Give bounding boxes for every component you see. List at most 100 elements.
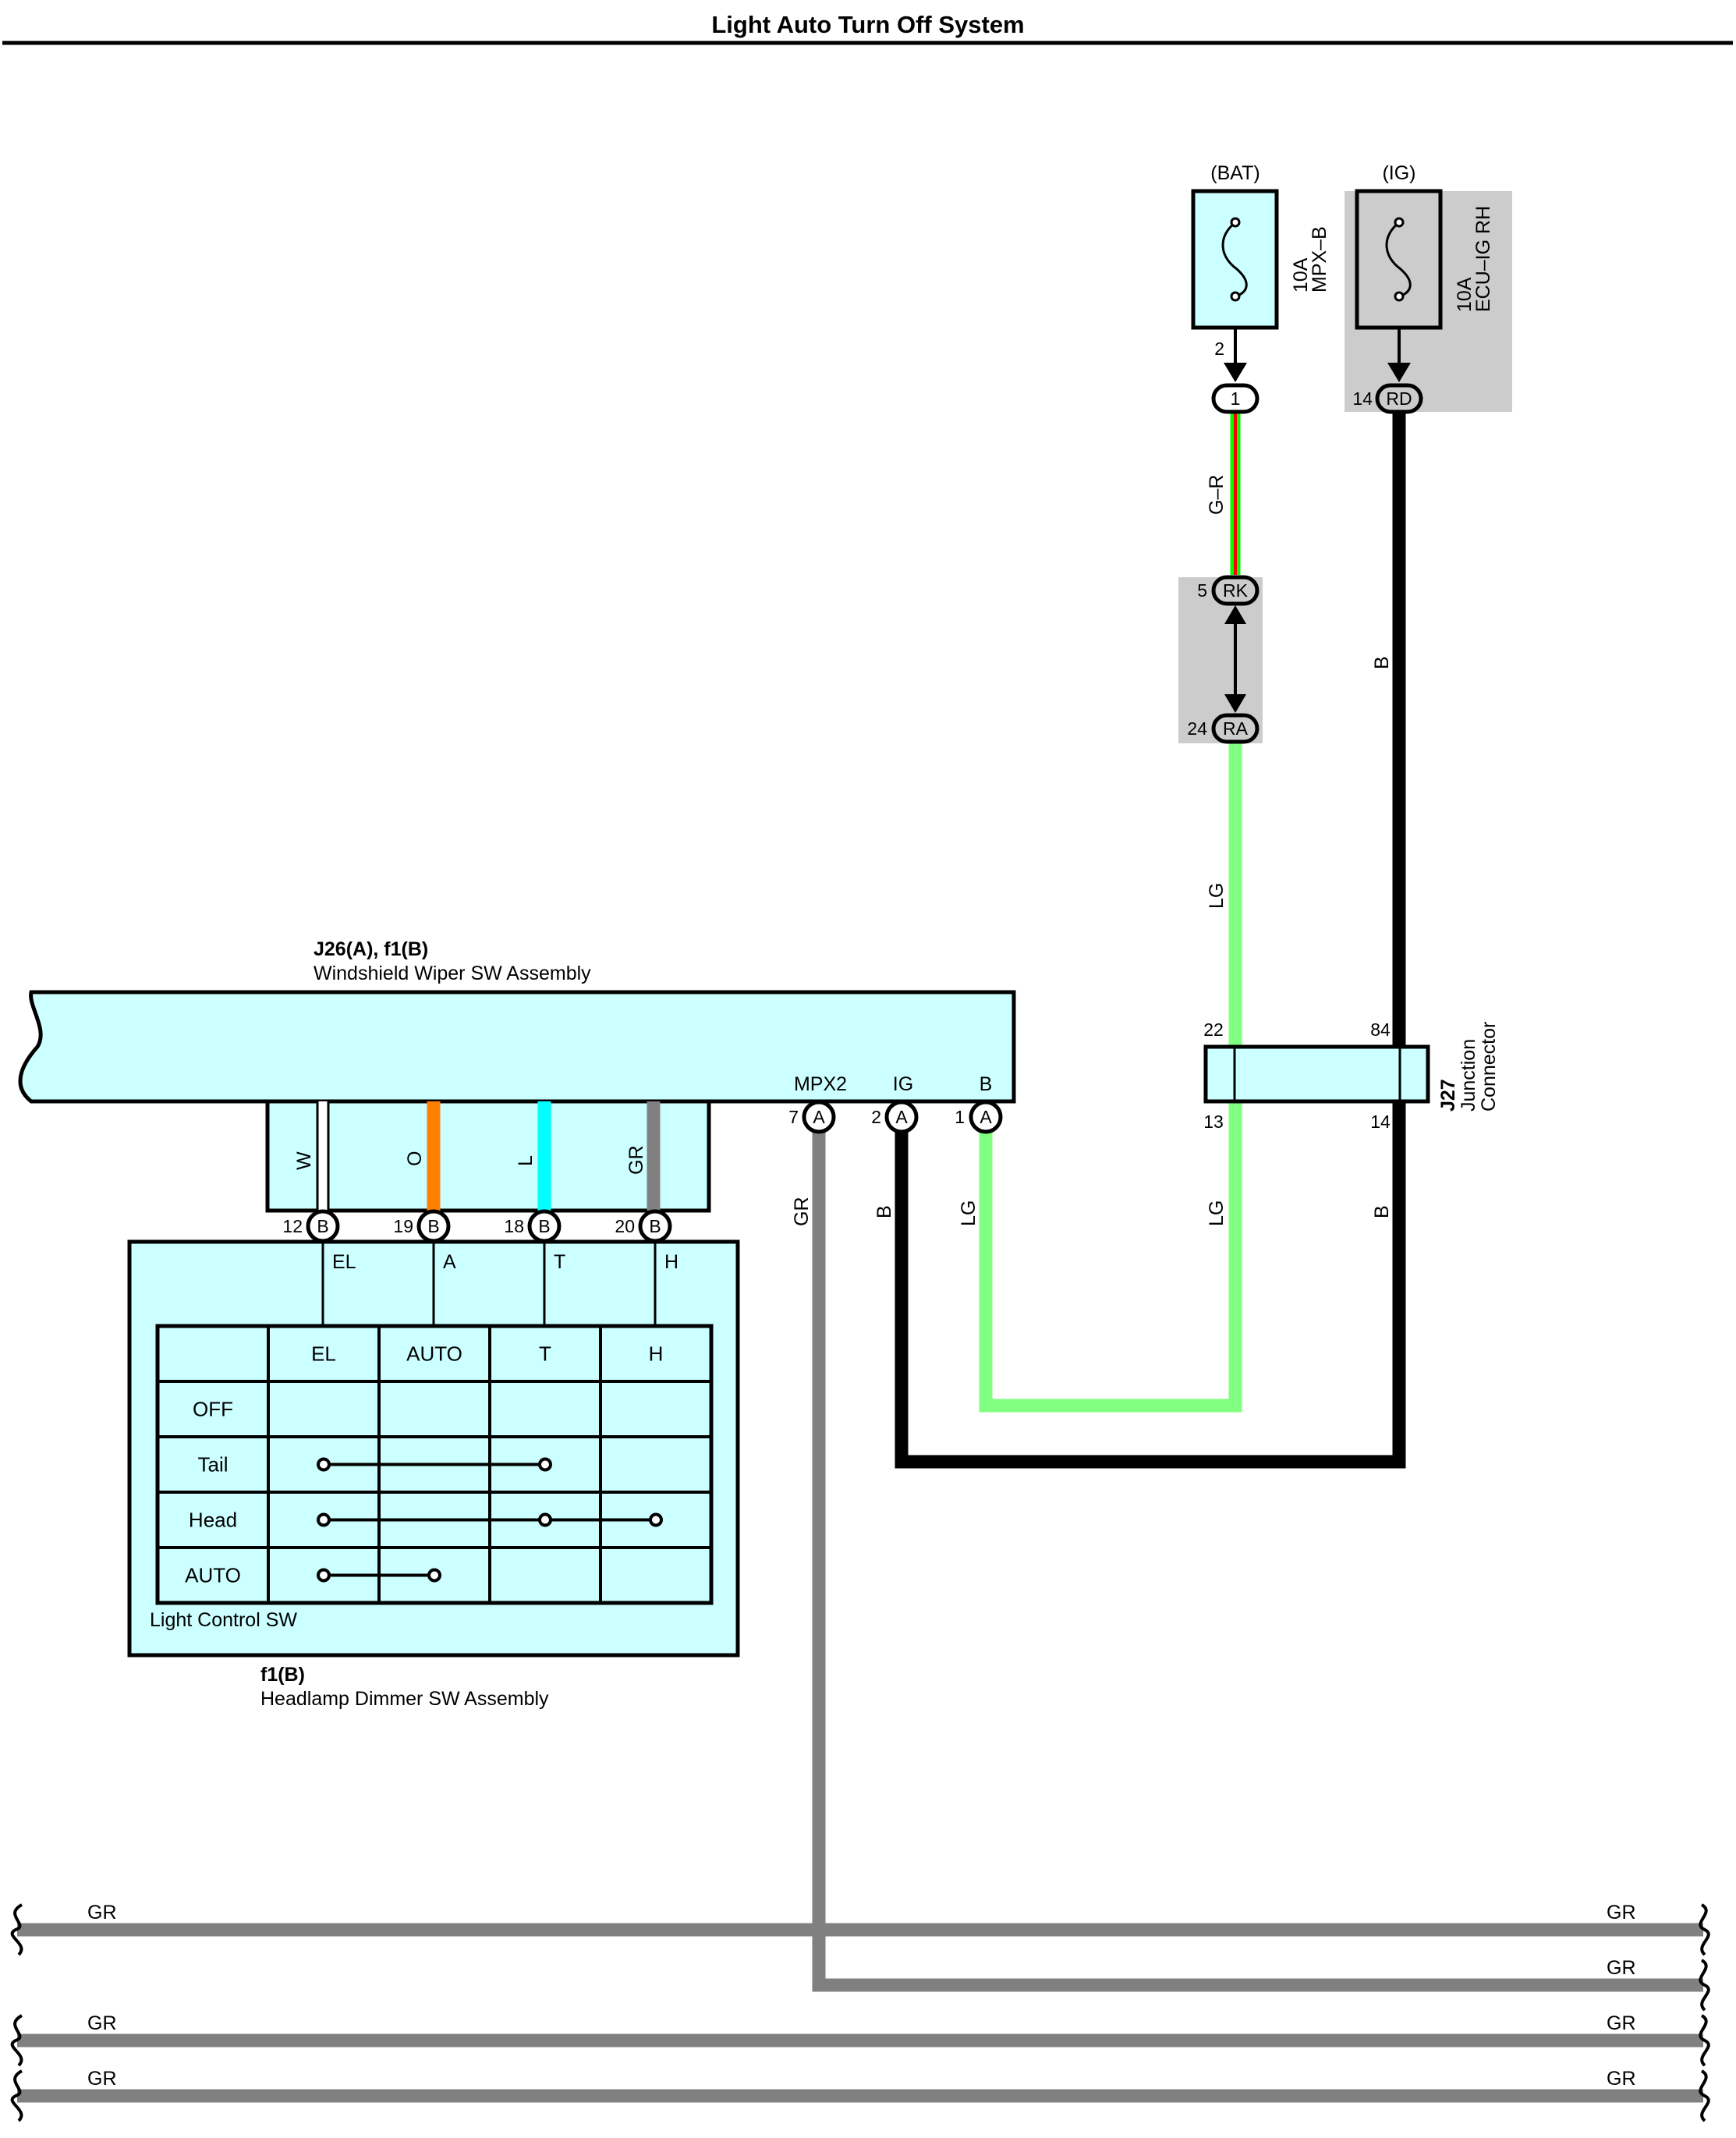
pin-18-number: 18 <box>504 1216 524 1236</box>
connector-rd <box>1375 383 1423 414</box>
break-right-3 <box>1699 2014 1710 2067</box>
j27-pin-84: 84 <box>1370 1019 1391 1040</box>
wiper-sw-name: Windshield Wiper SW Assembly <box>314 963 591 984</box>
switch-table-col-header: AUTO <box>406 1342 462 1366</box>
bus-3-right-label: GR <box>1607 2012 1636 2034</box>
wiper-sw-body <box>18 990 1016 1104</box>
wiper-sw-assembly: J26(A), f1(B) Windshield Wiper SW Assemb… <box>18 938 1016 1213</box>
switch-connection-dot <box>427 1568 441 1583</box>
switch-connection-dot <box>538 1457 552 1472</box>
break-left-1 <box>10 1903 23 1956</box>
break-left-3 <box>10 2014 23 2067</box>
switch-connection-dot <box>317 1568 331 1583</box>
fuse-ecu-ig-rh-supply: (IG) <box>1382 162 1415 184</box>
wire-gr-mpx2 <box>812 1115 1703 1992</box>
switch-table-row-label: AUTO <box>185 1564 241 1587</box>
fuse-ecu-ig-rh-name: ECU–IG RH <box>1472 206 1494 312</box>
j27-id: J27 <box>1437 1079 1459 1112</box>
wiper-sw-id: J26(A), f1(B) <box>314 938 428 960</box>
terminal-a: A <box>443 1251 456 1273</box>
switch-table-col-header: H <box>649 1342 664 1366</box>
pin-12-number: 12 <box>282 1216 303 1236</box>
j27-pin-13: 13 <box>1203 1112 1224 1132</box>
bus-2-right-label: GR <box>1607 1957 1636 1979</box>
pin-19-connector <box>416 1209 451 1243</box>
fuse-mpx-b-amp: 10A <box>1290 257 1312 293</box>
fuse-mpx-b-pin-bottom <box>1230 291 1241 302</box>
pin-mpx2-connector-label: A <box>813 1107 825 1127</box>
fuse-ecu-ig-rh: (IG) 10A ECU–IG RH <box>1355 162 1494 330</box>
switch-connection-dot <box>317 1512 331 1527</box>
switch-connection-dot <box>538 1512 552 1527</box>
j27-pin-14: 14 <box>1370 1112 1391 1132</box>
pin-19-connector-label: B <box>427 1216 439 1236</box>
page-title: Light Auto Turn Off System <box>711 11 1024 38</box>
inner-label-l: L <box>515 1155 537 1166</box>
connector-rd-label: RD <box>1386 388 1412 409</box>
fuse-ecu-ig-rh-amp: 10A <box>1454 277 1476 312</box>
switch-table-col-header: EL <box>311 1342 336 1366</box>
break-right-4 <box>1699 2069 1710 2122</box>
ra-arrow-down <box>1224 694 1246 713</box>
terminal-label-mpx2: MPX2 <box>794 1073 847 1095</box>
pin-mpx2-connector <box>802 1100 836 1134</box>
bat-arrow <box>1224 363 1247 382</box>
ig-arrow <box>1387 363 1411 382</box>
bus-1-left-label: GR <box>87 1902 117 1923</box>
pin-ig-connector <box>884 1100 919 1134</box>
connector-rk-pin: 5 <box>1197 580 1207 601</box>
j27-pin-22: 22 <box>1203 1019 1224 1040</box>
terminal-h: H <box>664 1251 678 1273</box>
pin-20-number: 20 <box>615 1216 635 1236</box>
wire-label-b-ig: B <box>873 1205 895 1218</box>
j27-body <box>1203 1044 1430 1104</box>
inner-label-gr: GR <box>625 1146 647 1175</box>
connector-rk <box>1211 575 1259 606</box>
wire-b-lower <box>895 1101 1406 1469</box>
pin-b-connector <box>969 1100 1003 1134</box>
pin-20-connector-label: B <box>649 1216 661 1236</box>
fuse-mpx-b-name: MPX–B <box>1309 226 1330 293</box>
switch-table-col-header: T <box>539 1342 551 1366</box>
pin-19-number: 19 <box>393 1216 413 1236</box>
fuse-mpx-b-box <box>1191 189 1279 330</box>
connector-ra <box>1211 713 1259 744</box>
bus-1-right-label: GR <box>1607 1902 1636 1923</box>
pin-b-number: 1 <box>955 1107 965 1127</box>
break-right-2 <box>1699 1959 1710 2012</box>
inner-label-o: O <box>404 1151 426 1166</box>
wire-label-g-r: G–R <box>1206 475 1228 515</box>
switch-table-frame <box>155 1324 714 1605</box>
fuse-mpx-b-supply: (BAT) <box>1210 162 1259 184</box>
light-control-sw-label: Light Control SW <box>150 1609 297 1631</box>
fuse-mpx-b-pin-top <box>1230 217 1241 228</box>
terminal-label-b: B <box>980 1073 993 1095</box>
pin-mpx2-number: 7 <box>788 1107 799 1127</box>
j27-line2: Connector <box>1478 1022 1500 1112</box>
connector-rd-pin: 14 <box>1352 388 1373 409</box>
pin-18-connector <box>527 1209 562 1243</box>
wire-label-b-right-upper: B <box>1371 656 1393 669</box>
terminal-label-ig: IG <box>893 1073 913 1095</box>
connector-rk-label: RK <box>1223 580 1249 601</box>
fuse-ecu-ig-rh-box <box>1355 189 1443 330</box>
bus-3-left-label: GR <box>87 2012 117 2034</box>
break-left-4 <box>10 2069 23 2122</box>
dimmer-sw-id: f1(B) <box>260 1664 305 1686</box>
pin-ig-number: 2 <box>871 1107 881 1127</box>
rk-arrow-up <box>1224 605 1246 624</box>
wire-label-lg-upper: LG <box>1206 883 1228 909</box>
pin-20-connector <box>638 1209 672 1243</box>
inner-label-w: W <box>293 1151 315 1170</box>
wire-label-gr-mpx2: GR <box>791 1197 813 1227</box>
wire-label-lg-b: LG <box>958 1200 980 1226</box>
break-right-1 <box>1699 1903 1710 1956</box>
j27-line1: Junction <box>1458 1039 1479 1112</box>
switch-connection-dot <box>317 1457 331 1472</box>
fuse-ecu-ig-rh-pin-bottom <box>1394 291 1405 302</box>
fuse-ecu-ig-rh-pin-top <box>1394 217 1405 228</box>
